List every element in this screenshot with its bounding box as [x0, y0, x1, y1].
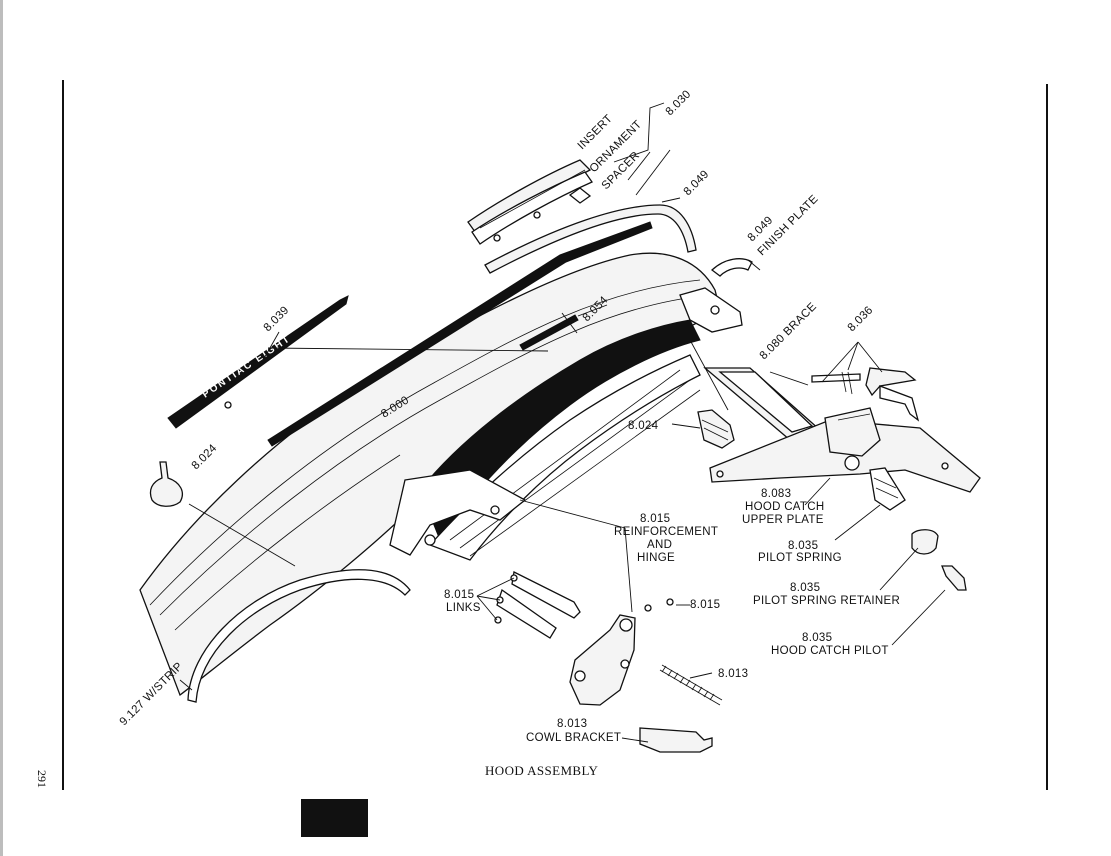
weatherstrip	[187, 569, 411, 703]
page-left-edge	[0, 0, 3, 856]
finish-plate	[710, 258, 753, 277]
hinge-links	[494, 571, 581, 639]
label-links: LINKS	[446, 602, 481, 614]
label-8035a-num: 8.035	[788, 540, 818, 552]
label-8080-brace: 8.080 BRACE	[758, 301, 819, 362]
cowl-bracket	[639, 727, 713, 753]
hinge-spring	[659, 664, 723, 706]
label-8015-small: 8.015	[690, 599, 720, 611]
label-8013-spring: 8.013	[718, 668, 748, 680]
label-8035c-num: 8.035	[802, 632, 832, 644]
label-8039: 8.039	[262, 304, 292, 334]
page-number: 291	[35, 770, 49, 788]
label-8015-line2: AND	[647, 539, 672, 551]
label-8049: 8.049	[682, 168, 712, 198]
label-weatherstrip: 9.127 W/STRIP	[118, 660, 186, 728]
label-hood-catch-pilot: HOOD CATCH PILOT	[771, 645, 889, 657]
finish-plate-strip	[484, 204, 697, 274]
emblem-text: PONTIAC EIGHT	[201, 333, 294, 400]
black-registration-block	[301, 799, 368, 837]
label-8013-num: 8.013	[557, 718, 587, 730]
center-molding-strip	[519, 314, 579, 351]
figure-caption: HOOD ASSEMBLY	[485, 763, 599, 778]
right-margin-rule	[1046, 84, 1048, 790]
left-margin-rule	[62, 80, 64, 790]
label-8083-line1: HOOD CATCH	[745, 501, 824, 513]
hood-catch-pilot	[941, 565, 967, 591]
label-8030: 8.030	[664, 88, 694, 118]
pilot-spring-retainer	[911, 529, 939, 555]
bumper-knob-left	[149, 461, 183, 507]
bumper-knob-right	[697, 409, 735, 449]
label-8083-line2: UPPER PLATE	[742, 514, 824, 526]
label-8024-left: 8.024	[190, 442, 220, 472]
label-pilot-spring-retainer: PILOT SPRING RETAINER	[753, 595, 900, 607]
label-8024-right: 8.024	[628, 420, 659, 432]
label-8083-num: 8.083	[761, 488, 791, 500]
leader-lines	[179, 102, 946, 743]
label-cowl-bracket: COWL BRACKET	[526, 732, 621, 744]
side-molding-strip	[267, 221, 653, 447]
label-links-num: 8.015	[444, 589, 474, 601]
label-8035b-num: 8.035	[790, 582, 820, 594]
brace-and-catch-plate	[703, 367, 981, 511]
hinge-plate	[569, 614, 636, 706]
label-8036: 8.036	[846, 304, 876, 334]
label-8015-line3: HINGE	[637, 552, 675, 564]
hood-ornament	[467, 159, 593, 245]
label-8015-num: 8.015	[640, 513, 670, 525]
label-8015-line1: REINFORCEMENT	[614, 526, 718, 538]
label-pilot-spring: PILOT SPRING	[758, 552, 842, 564]
